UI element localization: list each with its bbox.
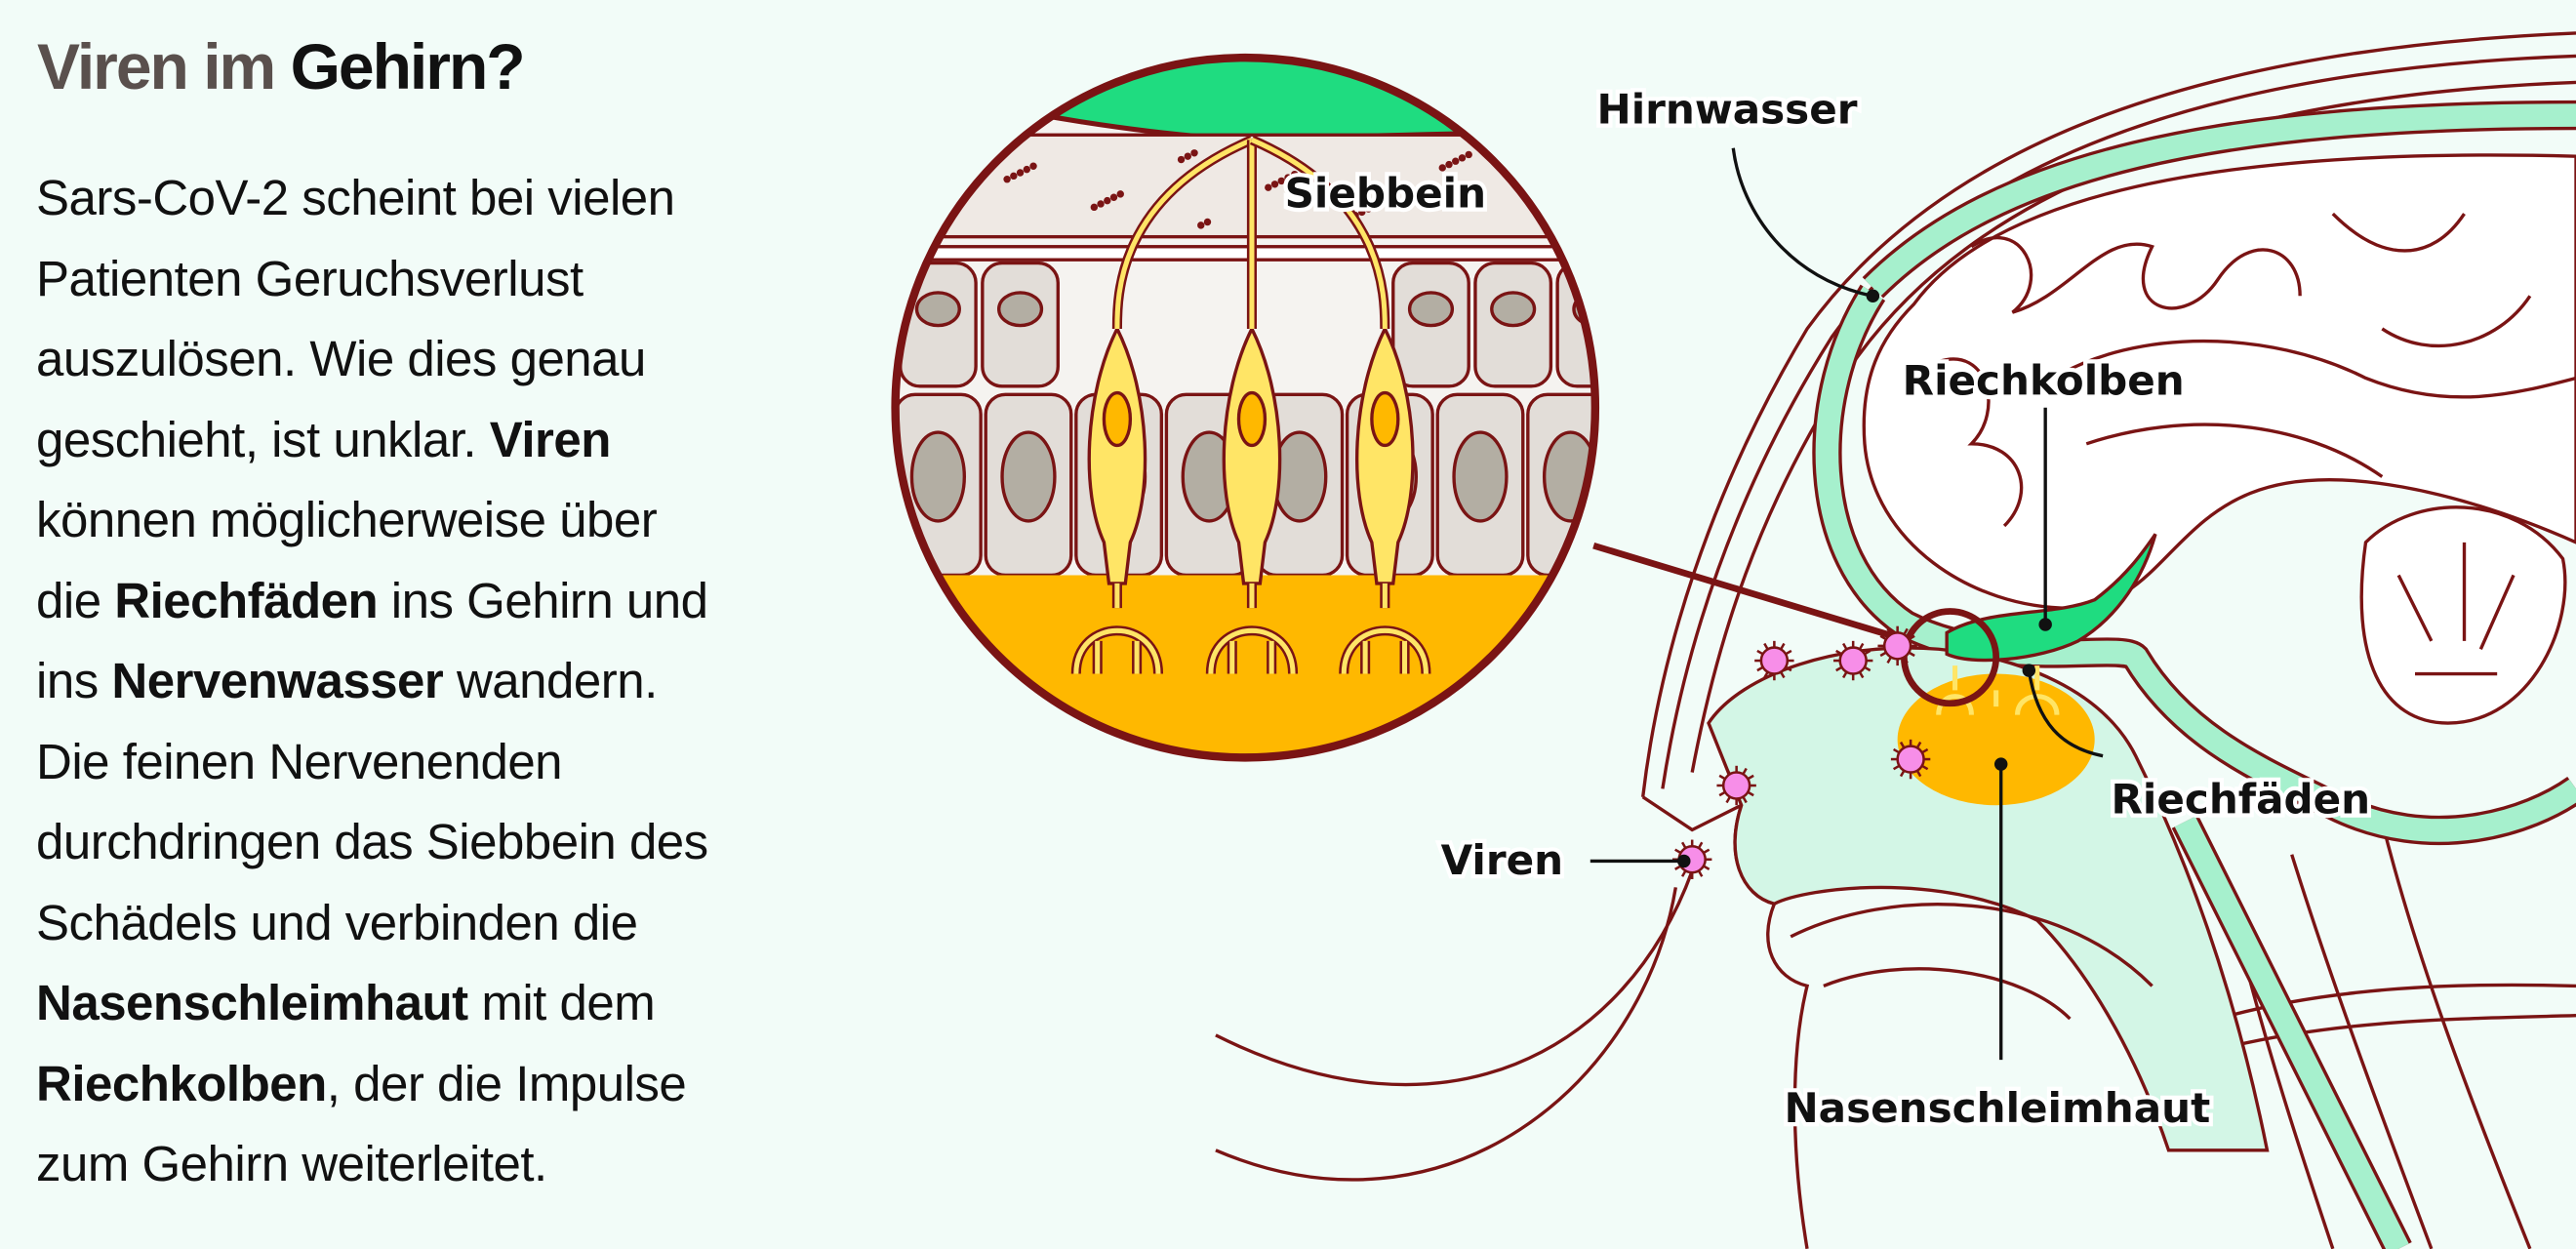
text-segment: können möglicherweise über (36, 492, 658, 547)
text-segment: Patienten Geruchsverlust (36, 250, 584, 306)
paragraph-line: Sars-CoV-2 scheint bei vielen (36, 158, 708, 239)
title-part-1: Viren im (37, 30, 276, 102)
paragraph-line: Schädels und verbinden die (36, 883, 708, 964)
label-viren: Viren (1441, 836, 1563, 884)
virus-icon (1716, 765, 1756, 806)
paragraph-line: auszulösen. Wie dies genau (36, 319, 708, 400)
olfactory-bulb (1945, 533, 2157, 663)
label-hirnwasser: Hirnwasser (1597, 85, 1858, 133)
paragraph-line: Patienten Geruchsverlust (36, 239, 708, 320)
bold-term: Viren (489, 411, 612, 467)
paragraph-line: können möglicherweise über (36, 480, 708, 561)
virus-icon (1832, 640, 1873, 681)
text-segment: wandern. (443, 653, 658, 708)
text-segment: Schädels und verbinden die (36, 894, 638, 950)
olfactory-nerves (1936, 665, 2060, 715)
bold-term: Riechkolben (36, 1055, 327, 1111)
paragraph-line: ins Nervenwasser wandern. (36, 641, 708, 722)
text-segment: ins Gehirn und (378, 572, 708, 628)
brain (1862, 153, 2576, 725)
leader-lines (1590, 147, 2104, 1061)
text-segment: Die feinen Nervenenden (36, 733, 563, 789)
title-part-2: Gehirn? (290, 30, 526, 102)
label-siebbein: Siebbein (1285, 169, 1486, 217)
paragraph-line: Riechkolben, der die Impulse (36, 1044, 708, 1125)
paragraph-line: durchdringen das Siebbein des (36, 802, 708, 883)
zoom-connector (1592, 542, 1911, 645)
bold-term: Riechfäden (114, 572, 379, 628)
label-riechfaeden: Riechfäden (2112, 776, 2371, 824)
viruses (1671, 625, 1931, 879)
csf-band (1865, 103, 2576, 297)
virus-icon (1877, 625, 1917, 666)
label-riechkolben: Riechkolben (1903, 356, 2185, 404)
text-segment: durchdringen das Siebbein des (36, 814, 708, 869)
label-nasenschleimhaut: Nasenschleimhaut (1784, 1084, 2210, 1132)
text-segment: auszulösen. Wie dies genau (36, 331, 646, 386)
text-segment: Sars-CoV-2 scheint bei vielen (36, 170, 675, 225)
paragraph-line: zum Gehirn weiterleitet. (36, 1124, 708, 1205)
page-title: Viren im Gehirn? (37, 29, 526, 103)
virus-icon (1890, 739, 1931, 780)
virus-icon (1754, 640, 1794, 681)
paragraph-line: geschieht, ist unklar. Viren (36, 400, 708, 481)
bold-term: Nervenwasser (111, 653, 444, 708)
text-segment: geschieht, ist unklar. (36, 411, 490, 467)
paragraph-line: die Riechfäden ins Gehirn und (36, 561, 708, 642)
olfactory-mucosa (1897, 673, 2095, 806)
text-segment: zum Gehirn weiterleitet. (36, 1136, 547, 1191)
bold-term: Nasenschleimhaut (36, 975, 468, 1030)
paragraph-line: Nasenschleimhaut mit dem (36, 963, 708, 1044)
text-segment: die (36, 572, 115, 628)
nasal-cavity (1707, 646, 2270, 1152)
paragraph-line: Die feinen Nervenenden (36, 722, 708, 803)
virus-icon (1671, 839, 1712, 879)
text-segment: ins (36, 653, 112, 708)
text-segment: mit dem (467, 975, 656, 1030)
text-segment: , der die Impulse (326, 1055, 687, 1111)
